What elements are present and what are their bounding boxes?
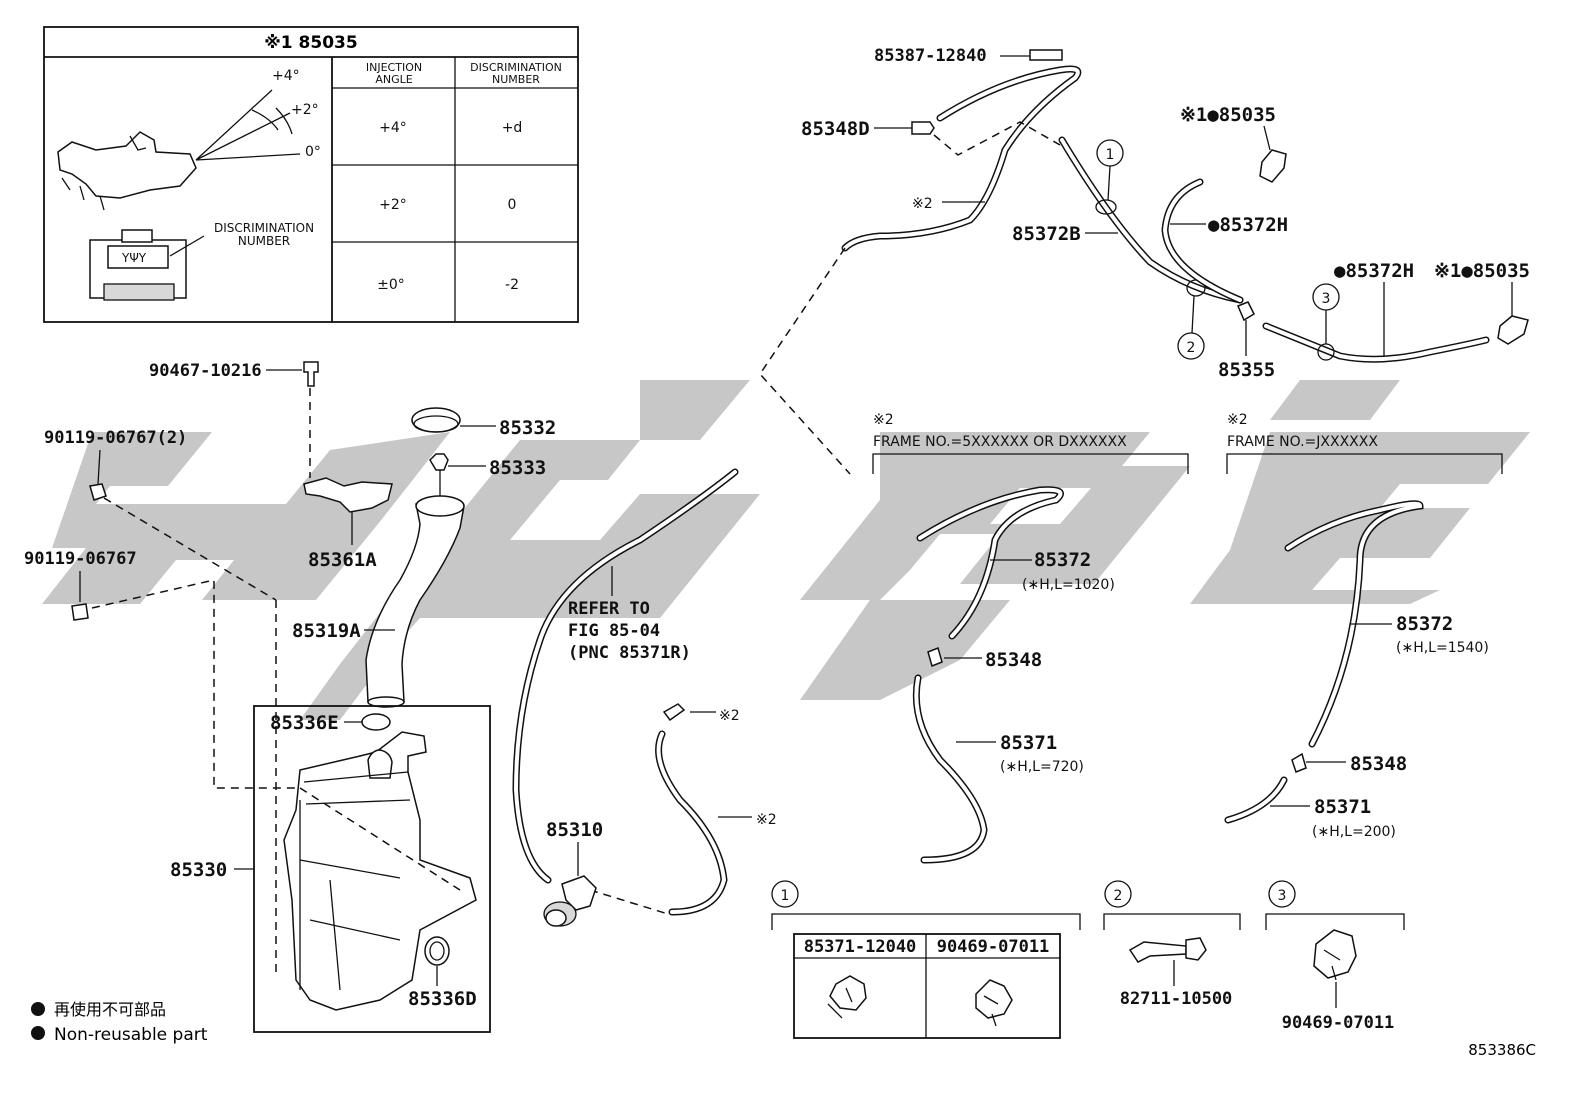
label-85372H-a: ●85372H: [1208, 214, 1288, 236]
label-85319A: 85319A: [292, 620, 361, 642]
detail-1-part-a: 85371-12040: [804, 937, 917, 957]
frame-right-85372-len: (∗H,L=1540): [1396, 640, 1489, 656]
frame-left-85348: 85348: [985, 649, 1042, 671]
row3-disc: -2: [505, 277, 519, 293]
label-star2-low: ※2: [756, 812, 777, 828]
callout-1: 1: [1106, 147, 1115, 163]
label-85372H-b: ●85372H: [1334, 260, 1414, 282]
legend-en: Non-reusable part: [54, 1025, 208, 1045]
frame-right-label: FRAME NO.=JXXXXXX: [1227, 434, 1378, 450]
nozzle-sketch: [57, 89, 301, 211]
label-85372B: 85372B: [1012, 223, 1081, 245]
frame-left-85371-len: (∗H,L=720): [1000, 759, 1084, 775]
frame-left-note: ※2: [873, 412, 894, 428]
detail-boxes: 1 85371-12040 90469-07011 2 82711-10500 …: [771, 880, 1405, 1039]
angle-plus2: +2°: [291, 102, 319, 118]
frame-left-85372: 85372: [1034, 549, 1091, 571]
frame-right-group: ※2 FRAME NO.=JXXXXXX 85372 (∗H,L=1540) 8…: [1224, 412, 1503, 840]
tank-assembly: 90467-10216 85332 85333 90119-06767(2) 8…: [24, 361, 556, 1033]
label-85330: 85330: [170, 859, 227, 881]
label-85336D: 85336D: [408, 988, 477, 1010]
detail-1-num: 1: [781, 888, 790, 904]
frame-right-85371: 85371: [1314, 796, 1371, 818]
row1-disc: +d: [502, 120, 523, 136]
watermark-logo: [42, 380, 1530, 720]
label-85348D: 85348D: [801, 118, 870, 140]
pump-group: REFER TO FIG 85-04 (PNC 85371R) ※2 ※2 85…: [512, 468, 777, 927]
detail-3-num: 3: [1278, 888, 1287, 904]
legend-jp: 再使用不可部品: [54, 1000, 166, 1019]
detail-1-part-b: 90469-07011: [937, 937, 1050, 957]
label-85035-top: ※1●85035: [1180, 104, 1276, 126]
angle-zero: 0°: [305, 144, 321, 160]
label-90119-06767-2: 90119-06767(2): [44, 428, 187, 448]
frame-right-note: ※2: [1227, 412, 1248, 428]
discrimination-sketch: [89, 229, 205, 301]
frame-right-85348: 85348: [1350, 753, 1407, 775]
figure-id: 853386C: [1468, 1041, 1536, 1059]
frame-left-label: FRAME NO.=5XXXXXX OR DXXXXXX: [873, 434, 1127, 450]
refer-line-2: FIG 85-04: [568, 621, 660, 641]
row2-disc: 0: [508, 197, 517, 213]
label-85355: 85355: [1218, 359, 1275, 381]
label-90119-06767: 90119-06767: [24, 549, 137, 569]
detail-2-part: 82711-10500: [1120, 989, 1233, 1009]
label-star2-mid: ※2: [719, 708, 740, 724]
legend: 再使用不可部品 Non-reusable part: [31, 1000, 208, 1045]
disc-label-2: NUMBER: [238, 234, 290, 248]
row1-angle: +4°: [379, 120, 407, 136]
label-85361A: 85361A: [308, 549, 377, 571]
frame-left-85371: 85371: [1000, 732, 1057, 754]
detail-2-num: 2: [1114, 888, 1123, 904]
label-85387-12840: 85387-12840: [874, 46, 987, 66]
label-85333: 85333: [489, 457, 546, 479]
refer-line-3: (PNC 85371R): [568, 643, 691, 663]
detail-3-part: 90469-07011: [1282, 1013, 1395, 1033]
label-85336E: 85336E: [270, 712, 339, 734]
top-hose-group: 85387-12840 85348D ※2 85372B 1 2 ●85372: [801, 46, 1530, 381]
frame-left-group: ※2 FRAME NO.=5XXXXXX OR DXXXXXX 85372 (∗…: [872, 412, 1189, 864]
row2-angle: +2°: [379, 197, 407, 213]
disc-label-1: DISCRIMINATION: [214, 221, 314, 235]
label-85332: 85332: [499, 417, 556, 439]
label-90467-10216: 90467-10216: [149, 361, 262, 381]
inset-title: ※1 85035: [264, 33, 357, 53]
refer-line-1: REFER TO: [568, 599, 650, 619]
label-85035-right: ※1●85035: [1434, 260, 1530, 282]
callout-3: 3: [1322, 291, 1331, 307]
angle-plus4: +4°: [272, 68, 300, 84]
frame-right-85372: 85372: [1396, 613, 1453, 635]
frame-left-85372-len: (∗H,L=1020): [1022, 577, 1115, 593]
row3-angle: ±0°: [377, 277, 405, 293]
frame-right-85371-len: (∗H,L=200): [1312, 824, 1396, 840]
disc-mark: YΨY: [121, 251, 147, 265]
callout-2: 2: [1187, 340, 1196, 356]
routing-dash-right: [759, 247, 851, 475]
label-star2-top: ※2: [912, 196, 933, 212]
label-85310: 85310: [546, 819, 603, 841]
